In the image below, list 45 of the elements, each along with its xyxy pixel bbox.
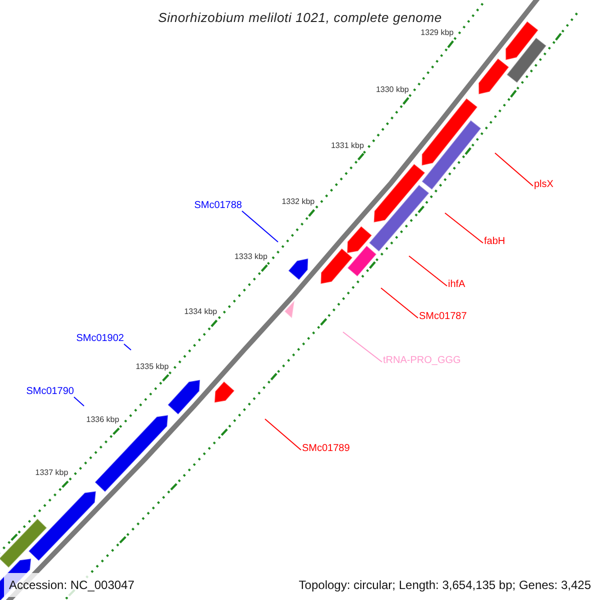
gene-feature — [167, 379, 201, 416]
title: Sinorhizobium meliloti 1021, complete genome — [157, 9, 443, 27]
leader-line — [444, 212, 484, 244]
tick-label: 1333 kbp — [234, 252, 268, 262]
tick-label: 1332 kbp — [282, 196, 315, 207]
gene-label: tRNA-PRO_GGG — [383, 355, 461, 367]
leader-line — [264, 418, 302, 450]
leader-line — [124, 344, 132, 350]
gene-label: SMc01788 — [194, 200, 242, 212]
gene-label: plsX — [534, 179, 554, 191]
gene-feature — [505, 20, 539, 61]
leader-line — [408, 256, 448, 286]
gene-label: SMc01789 — [302, 443, 350, 455]
leader-line — [74, 396, 84, 406]
gene-feature — [288, 258, 309, 281]
tick-label: 1331 kbp — [330, 140, 364, 151]
gene-label: ihfA — [448, 279, 466, 291]
gene-feature — [28, 490, 96, 562]
gene-label: SMc01790 — [26, 386, 74, 398]
gene-block — [346, 244, 378, 278]
gene-label: fabH — [484, 236, 506, 248]
genome-info-text: Topology: circular; Length: 3,654,135 bp; Genes: 3,425 — [298, 577, 591, 594]
tick-label: 1329 kbp — [420, 28, 454, 38]
gene-feature — [320, 248, 354, 285]
gene-block — [368, 184, 430, 252]
leader-line — [342, 332, 382, 362]
leader-line — [494, 152, 534, 186]
tick-label: 1337 kbp — [35, 468, 68, 478]
tick-label: 1336 kbp — [86, 415, 120, 426]
tick-label: 1334 kbp — [184, 307, 218, 318]
tick-label: 1335 kbp — [136, 362, 169, 372]
trna-marker — [284, 298, 296, 320]
gene-feature — [421, 98, 478, 166]
gene-block — [421, 120, 482, 190]
leader-line — [380, 288, 418, 318]
leader-line — [242, 210, 278, 242]
gene-feature — [214, 380, 236, 404]
gene-label: SMc01787 — [419, 311, 467, 323]
gene-feature — [373, 163, 426, 223]
gene-feature — [346, 226, 372, 254]
gene-block — [0, 518, 48, 568]
gene-feature — [478, 58, 510, 95]
gene-label: SMc01902 — [76, 333, 124, 345]
tick-label: 1330 kbp — [376, 84, 409, 95]
gene-block — [506, 37, 547, 84]
